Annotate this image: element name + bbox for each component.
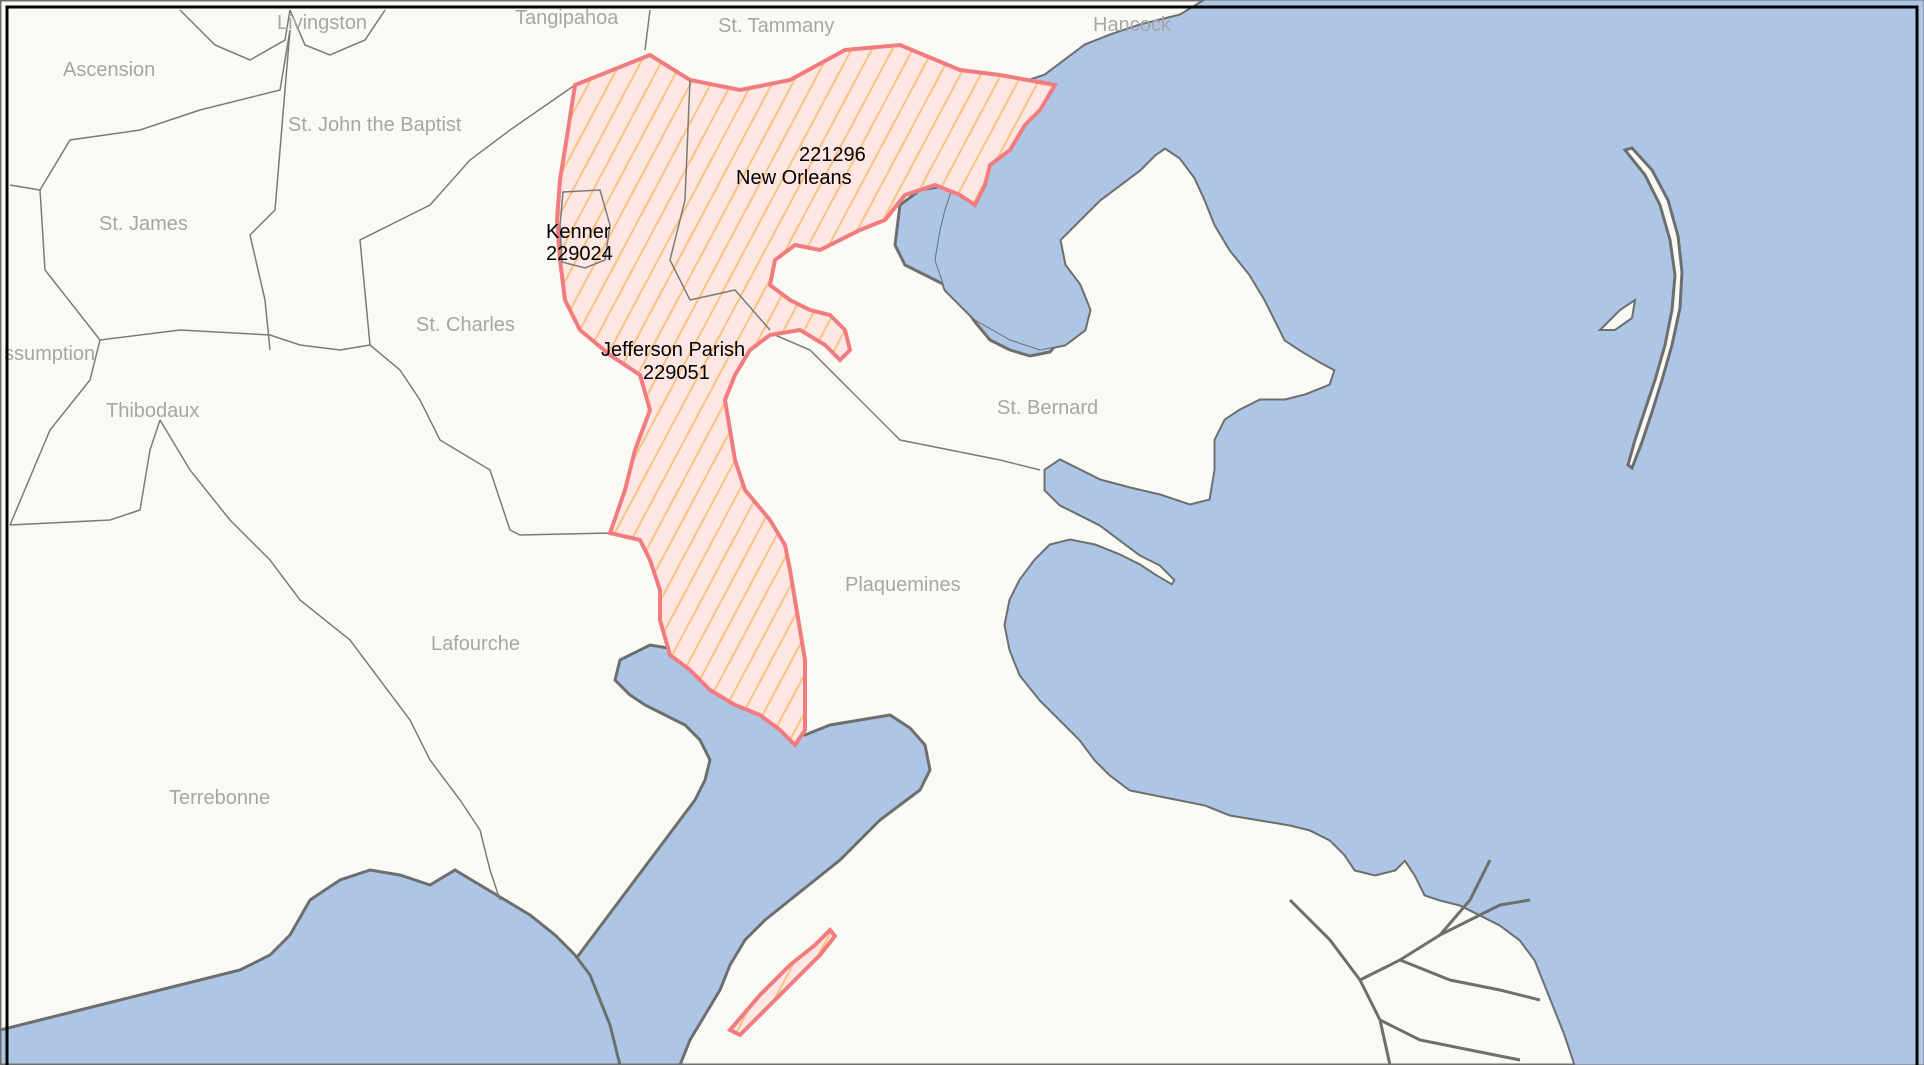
terrebonne-bay: [0, 868, 622, 1065]
label-kenner-name: Kenner: [546, 221, 611, 243]
label-st-james: St. James: [99, 213, 188, 235]
label-hancock: Hancock: [1093, 14, 1172, 36]
label-plaquemines: Plaquemines: [845, 574, 961, 596]
label-ascension: Ascension: [63, 59, 155, 81]
label-livingston: Livingston: [277, 12, 367, 34]
label-new-orleans-name: New Orleans: [736, 167, 852, 189]
highlight-barrier[interactable]: [726, 927, 838, 1038]
label-st-charles: St. Charles: [416, 314, 515, 336]
kenner-boundary[interactable]: [559, 189, 611, 269]
label-assumption: ssumption: [4, 343, 95, 365]
label-thibodaux: Thibodaux: [106, 400, 199, 422]
small-island: [1597, 297, 1637, 331]
label-jefferson-name: Jefferson Parish: [601, 339, 745, 361]
label-st-john: St. John the Baptist: [288, 114, 462, 136]
chandeleur-islands: [1622, 146, 1684, 471]
delta-channels: [1288, 859, 1541, 1065]
label-st-bernard: St. Bernard: [997, 397, 1098, 419]
barataria-bay: [518, 643, 932, 1065]
label-lafourche: Lafourche: [431, 633, 520, 655]
label-kenner-id: 229024: [546, 243, 613, 265]
label-terrebonne: Terrebonne: [169, 787, 270, 809]
jefferson-divider: [669, 79, 771, 331]
highlight-region[interactable]: [554, 42, 1059, 749]
label-jefferson-id: 229051: [643, 362, 710, 384]
label-st-tammany: St. Tammany: [718, 15, 834, 37]
label-new-orleans-id: 221296: [799, 144, 866, 166]
map-border: [5, 5, 1919, 1065]
label-tangipahoa: Tangipahoa: [515, 7, 619, 29]
